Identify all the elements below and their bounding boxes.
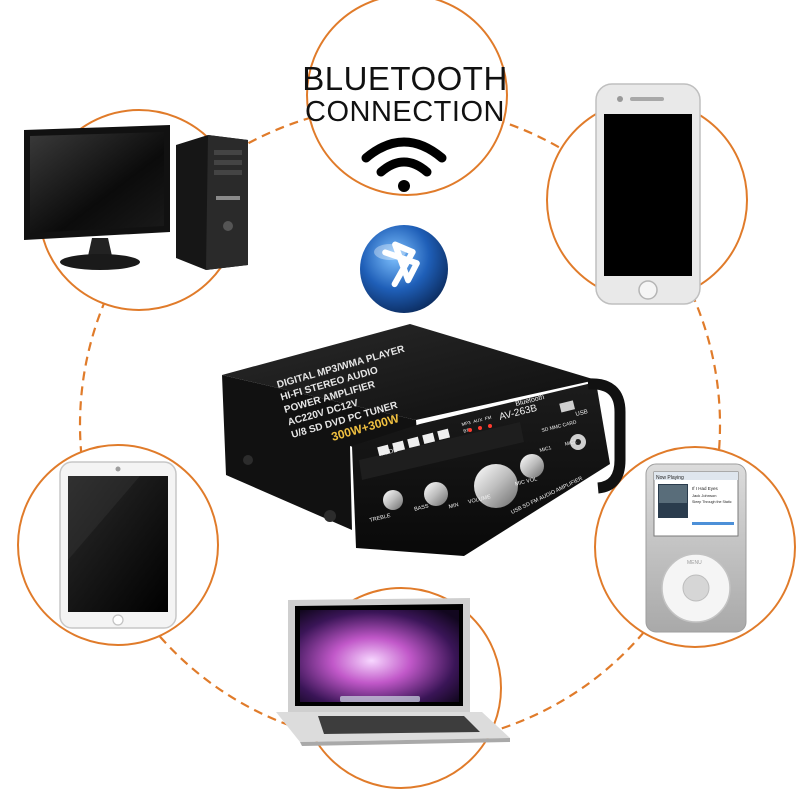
circle-bluetooth (306, 0, 508, 196)
headline-line-2: CONNECTION (305, 96, 505, 128)
ipod-icon (645, 463, 747, 633)
amp-indicator-fm: FM (484, 415, 492, 421)
ipod-menu: MENU (687, 560, 702, 566)
tablet-icon (59, 461, 177, 629)
amp-knob-volume: VOLUME (468, 494, 492, 506)
ipod-status: Now Playing (656, 475, 684, 481)
wireless-signal-icon (361, 137, 447, 192)
amp-mode-label: MODE (379, 448, 398, 458)
amp-knob-min: MIN (448, 502, 459, 510)
amp-indicator-bt: BT (463, 427, 470, 433)
ipod-artist: Jack Johnson (692, 493, 716, 498)
laptop-icon (276, 598, 510, 746)
amp-input-mic2: MIC2 (564, 439, 577, 448)
amp-knob-mic-vol: MIC VOL (515, 476, 538, 487)
amp-knob-treble: TREBLE (369, 513, 392, 524)
amp-usb-label: USB (575, 409, 588, 418)
bluetooth-logo-icon (360, 225, 448, 313)
headline-line-1: BLUETOOTH (302, 60, 508, 97)
amplifier-icon (222, 324, 626, 556)
amp-indicator-mp3: MP3 (461, 420, 472, 427)
amp-knob-bass: BASS (414, 503, 430, 512)
ipod-album: Sleep Through the Static (692, 500, 732, 504)
amp-input-mic1: MIC1 (539, 445, 552, 454)
amp-indicator-aux: AUX (473, 417, 483, 424)
ipod-screen-text: Now Playing If I Had Eyes Jack Johnson S… (656, 475, 732, 566)
ipod-track: If I Had Eyes (692, 486, 719, 491)
desktop-computer-icon (24, 125, 248, 270)
smartphone-icon (595, 83, 701, 305)
